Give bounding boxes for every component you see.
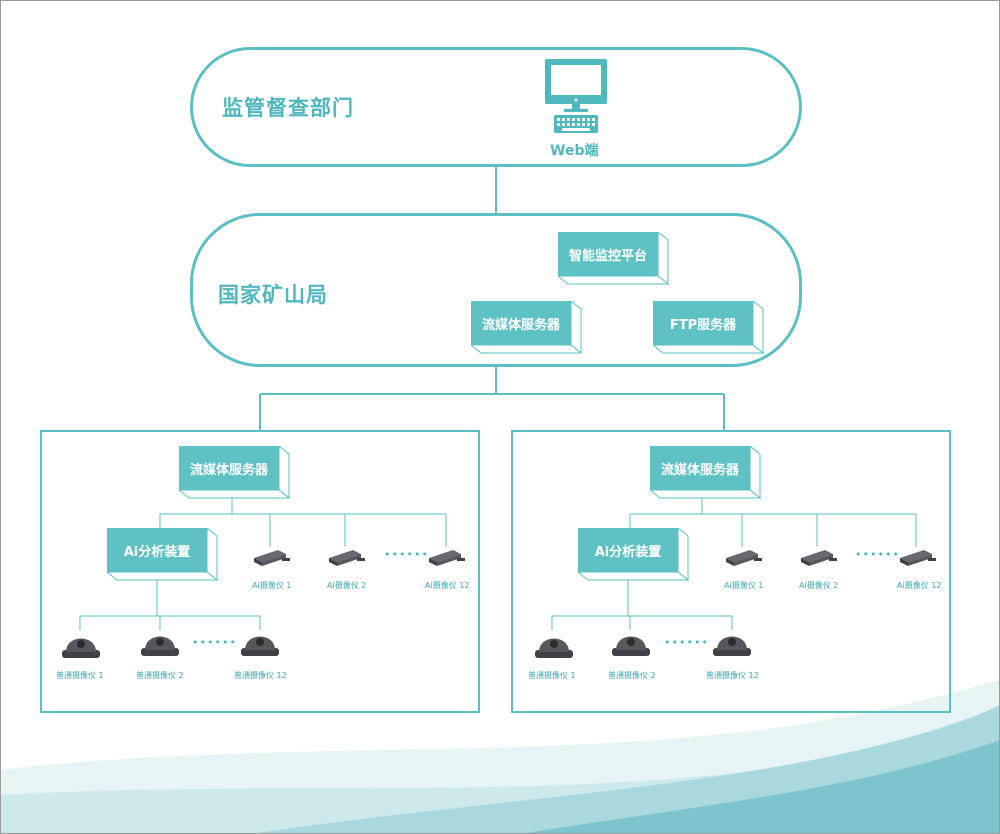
region-right-ai-camera-1-label: Ai摄像仪 1 — [724, 581, 764, 590]
dome-camera-icon — [141, 636, 179, 656]
web-client-label: Web端 — [550, 143, 599, 159]
ai-camera-icon — [726, 550, 762, 566]
ai-camera-icon — [429, 550, 465, 566]
region-right-stream-server-label: 流媒体服务器 — [650, 446, 750, 490]
region-right-normal-camera-12-label: 普通摄像仪 12 — [706, 671, 759, 680]
region-left-ai-device-label: Ai分析装置 — [107, 528, 207, 572]
dome-camera-icon — [62, 638, 100, 658]
region-left-normal-camera-2-label: 普通摄像仪 2 — [136, 671, 184, 680]
region-left-normal-camera-1-label: 普通摄像仪 1 — [56, 671, 104, 680]
ai-camera-icon — [900, 550, 936, 566]
region-right-ai-device-label: Ai分析装置 — [578, 528, 678, 572]
region-left-ai-camera-12-label: Ai摄像仪 12 — [425, 581, 470, 590]
ellipsis: •••••• — [855, 548, 900, 561]
stream-server-label: 流媒体服务器 — [471, 301, 571, 345]
ftp-server-label: FTP服务器 — [653, 301, 753, 345]
dome-camera-icon — [713, 636, 751, 656]
region-left-ai-camera-1-label: Ai摄像仪 1 — [252, 581, 292, 590]
region-right-ai-camera-12-label: Ai摄像仪 12 — [897, 581, 942, 590]
keyboard-icon — [554, 115, 598, 133]
region-right-ai-camera-2-label: Ai摄像仪 2 — [799, 581, 839, 590]
region-left — [40, 430, 480, 713]
dome-camera-icon — [535, 638, 573, 658]
ellipsis: •••••• — [664, 636, 709, 649]
region-right-normal-camera-1-label: 普通摄像仪 1 — [528, 671, 576, 680]
ellipsis: •••••• — [384, 548, 429, 561]
dome-camera-icon — [241, 636, 279, 656]
supervision-department-panel — [190, 47, 802, 167]
region-right — [511, 430, 951, 713]
ellipsis: •••••• — [192, 636, 237, 649]
supervision-department-title: 监管督查部门 — [222, 96, 354, 120]
dome-camera-icon — [612, 636, 650, 656]
ai-camera-icon — [254, 550, 290, 566]
region-left-stream-server-label: 流媒体服务器 — [179, 446, 279, 490]
ai-camera-icon — [329, 550, 365, 566]
monitor-icon — [545, 59, 607, 133]
region-left-normal-camera-12-label: 普通摄像仪 12 — [234, 671, 287, 680]
monitoring-platform-label: 智能监控平台 — [558, 232, 658, 276]
ai-camera-icon — [801, 550, 837, 566]
region-left-ai-camera-2-label: Ai摄像仪 2 — [327, 581, 367, 590]
mine-bureau-title: 国家矿山局 — [218, 283, 328, 307]
region-right-normal-camera-2-label: 普通摄像仪 2 — [608, 671, 656, 680]
